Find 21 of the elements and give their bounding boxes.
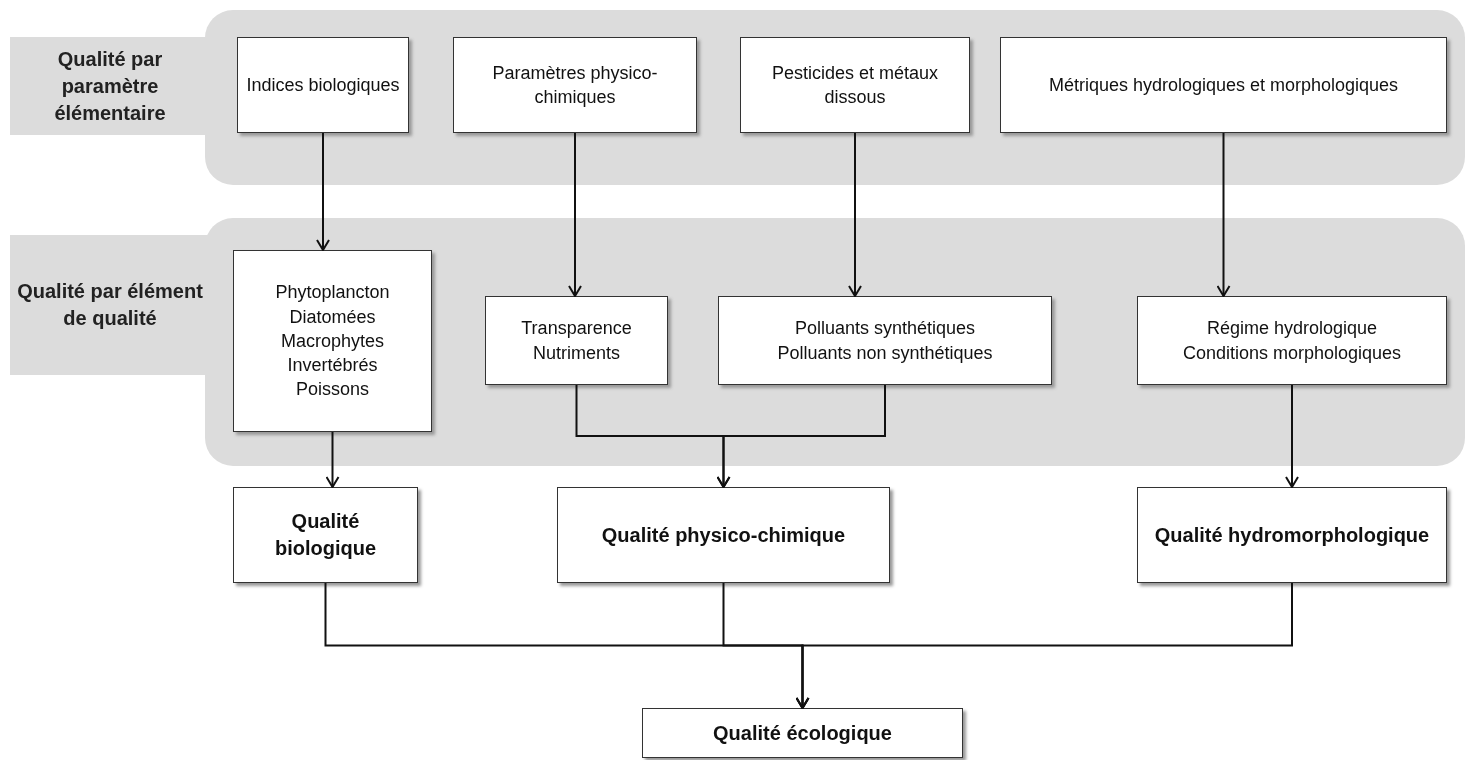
parameter-box: Pesticides et métaux dissous: [740, 37, 970, 133]
arrow: [325, 431, 340, 488]
quality-box: Qualité écologique: [642, 708, 963, 758]
quality-box: Qualité physico-chimique: [557, 487, 890, 583]
parameter-box: Métriques hydrologiques et morphologiques: [1000, 37, 1447, 133]
arrow: [1216, 132, 1231, 297]
arrow: [1285, 384, 1299, 488]
parameter-box: Régime hydrologique Conditions morphologiques: [1137, 296, 1447, 385]
arrow: [568, 132, 582, 297]
arrow: [848, 132, 862, 297]
parameter-box: Transparence Nutriments: [485, 296, 668, 385]
arrow: [316, 132, 330, 251]
parameter-box: Paramètres physico-chimiques: [453, 37, 697, 133]
section-heading: Qualité par élément de qualité: [10, 235, 210, 375]
parameter-box: Polluants synthétiques Polluants non synthétiques: [718, 296, 1052, 385]
quality-box: Qualité hydromorphologique: [1137, 487, 1447, 583]
arrow: [795, 582, 1293, 709]
parameter-box: Phytoplancton Diatomées Macrophytes Invertébrés Poissons: [233, 250, 432, 432]
arrow: [716, 384, 886, 488]
quality-box: Qualité biologique: [233, 487, 418, 583]
parameter-box: Indices biologiques: [237, 37, 409, 133]
